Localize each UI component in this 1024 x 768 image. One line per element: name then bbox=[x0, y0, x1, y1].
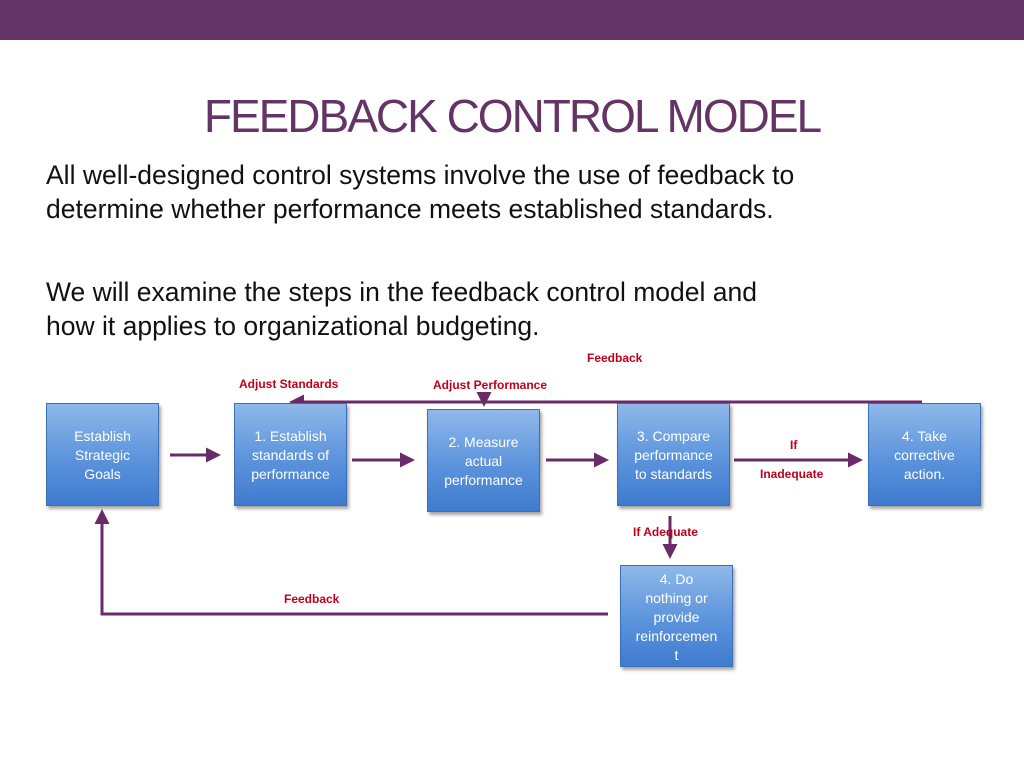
step4-take-line-3: action. bbox=[903, 466, 946, 482]
step3-line-3: to standards bbox=[634, 466, 713, 482]
slide-title: FEEDBACK CONTROL MODEL bbox=[203, 90, 822, 142]
step4-take-line-2: corrective bbox=[894, 447, 955, 463]
step1-line-3: performance bbox=[251, 466, 330, 482]
box-step4-do-nothing[interactable]: 4. Do nothing or provide reinforcemen t bbox=[620, 565, 733, 667]
step3-line-1: 3. Compare bbox=[636, 428, 711, 444]
label-if: If bbox=[790, 438, 798, 452]
label-adjust-standards: Adjust Standards bbox=[239, 377, 339, 391]
intro-line-1: All well-designed control systems involv… bbox=[46, 160, 795, 190]
goals-line-3: Goals bbox=[84, 466, 121, 482]
label-adjust-performance: Adjust Performance bbox=[433, 378, 548, 392]
examine-line-1: We will examine the steps in the feedbac… bbox=[46, 277, 757, 307]
step4-nothing-line-2: nothing or bbox=[645, 590, 708, 606]
label-feedback-top: Feedback bbox=[587, 351, 643, 365]
label-if-adequate: If Adequate bbox=[633, 525, 698, 539]
examine-paragraph: We will examine the steps in the feedbac… bbox=[46, 275, 1006, 343]
box-step2-measure-performance[interactable]: 2. Measure actual performance bbox=[427, 409, 540, 512]
step1-line-2: standards of bbox=[251, 447, 330, 463]
step3-line-2: performance bbox=[634, 447, 713, 463]
step4-take-line-1: 4. Take bbox=[902, 428, 947, 444]
step2-line-3: performance bbox=[444, 472, 523, 488]
goals-line-2: Strategic bbox=[74, 447, 131, 463]
intro-line-2: determine whether performance meets esta… bbox=[46, 194, 774, 224]
box-step1-establish-standards[interactable]: 1. Establish standards of performance bbox=[234, 403, 347, 506]
step4-nothing-line-1: 4. Do bbox=[659, 571, 694, 587]
top-accent-bar bbox=[0, 0, 1024, 40]
label-inadequate: Inadequate bbox=[760, 467, 824, 481]
step4-nothing-line-5: t bbox=[674, 647, 679, 663]
box-step4-take-corrective-action[interactable]: 4. Take corrective action. bbox=[868, 403, 981, 506]
step4-nothing-line-4: reinforcemen bbox=[635, 628, 718, 644]
step2-line-1: 2. Measure bbox=[448, 434, 519, 450]
intro-paragraph: All well-designed control systems involv… bbox=[46, 158, 1006, 226]
step2-line-2: actual bbox=[464, 453, 503, 469]
box-establish-strategic-goals[interactable]: Establish Strategic Goals bbox=[46, 403, 159, 506]
goals-line-1: Establish bbox=[74, 428, 131, 444]
box-step3-compare-performance[interactable]: 3. Compare performance to standards bbox=[617, 403, 730, 506]
step4-nothing-line-3: provide bbox=[653, 609, 700, 625]
feedback-bottom-loop bbox=[94, 509, 608, 616]
step1-line-1: 1. Establish bbox=[254, 428, 327, 444]
examine-line-2: how it applies to organizational budgeti… bbox=[46, 311, 540, 341]
label-feedback-bottom: Feedback bbox=[284, 592, 340, 606]
